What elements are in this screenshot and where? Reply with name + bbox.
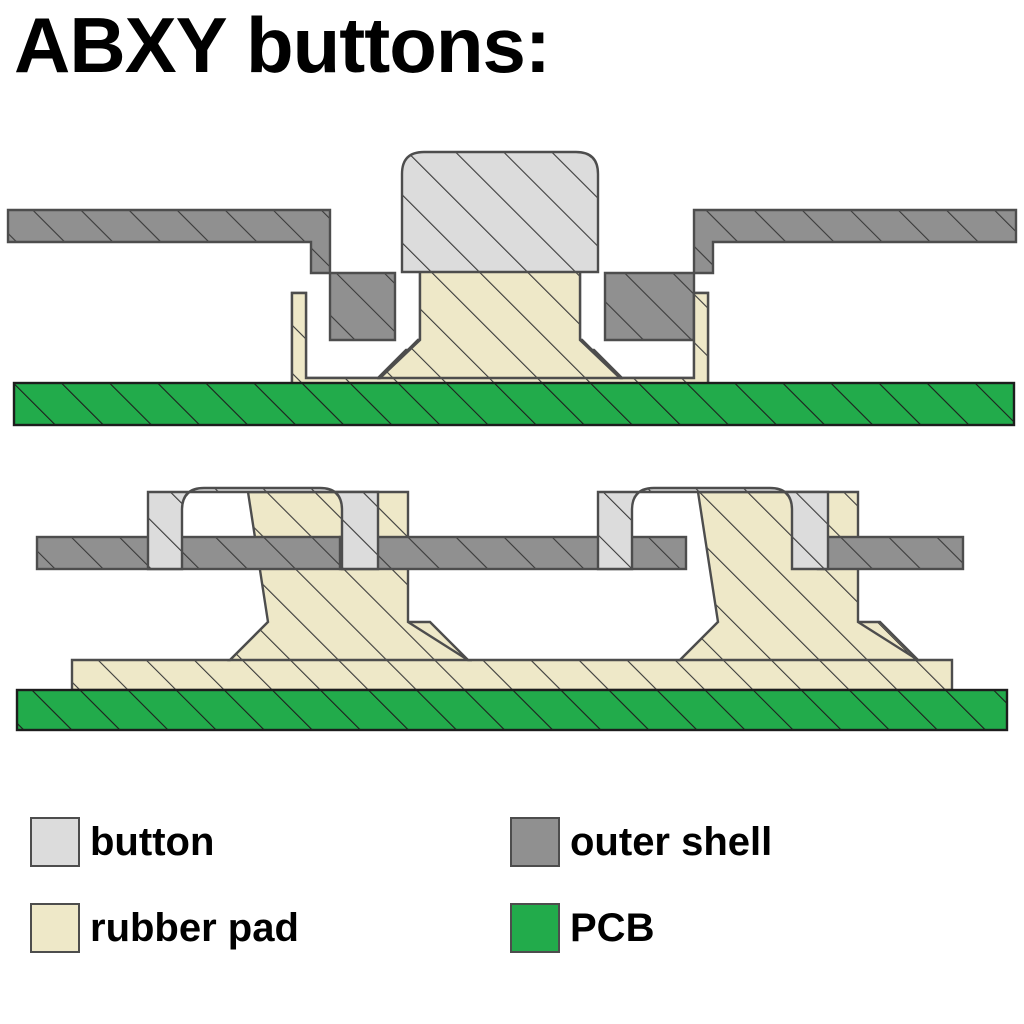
outer-shell-left-panel xyxy=(6,208,397,342)
legend-label-pcb: PCB xyxy=(570,906,655,950)
outer-shell-bar-middle xyxy=(338,535,688,571)
outer-shell-right-panel xyxy=(603,208,1018,342)
legend-item-outer-shell: outer shell xyxy=(510,814,772,870)
legend-swatch-button xyxy=(30,817,80,867)
legend-swatch-outer-shell xyxy=(510,817,560,867)
legend-item-pcb: PCB xyxy=(510,900,654,956)
button-cap xyxy=(400,150,600,274)
legend-item-rubber-pad: rubber pad xyxy=(30,900,299,956)
button-cap-right xyxy=(596,486,830,571)
diagram-flanged-buttons xyxy=(15,486,1009,732)
legend: button outer shell rubber pad PCB xyxy=(0,800,1024,1000)
legend-item-button: button xyxy=(30,814,214,870)
cross-section-diagrams xyxy=(6,150,1018,732)
page-title: ABXY buttons: xyxy=(14,1,551,89)
rubber-dome-right xyxy=(677,490,923,662)
outer-shell-bar-right xyxy=(816,535,965,571)
outer-shell-bar-left xyxy=(35,535,349,571)
pcb-board-top-diagram xyxy=(12,381,1016,427)
legend-label-button: button xyxy=(90,820,215,864)
rubber-dome-left xyxy=(227,490,473,662)
pcb-board-bottom-diagram xyxy=(15,688,1009,732)
button-cap-left xyxy=(146,486,380,571)
legend-swatch-rubber-pad xyxy=(30,903,80,953)
legend-label-outer-shell: outer shell xyxy=(570,820,773,864)
legend-swatch-pcb xyxy=(510,903,560,953)
diagram-recessed-button xyxy=(6,150,1018,427)
legend-label-rubber-pad: rubber pad xyxy=(90,906,299,950)
